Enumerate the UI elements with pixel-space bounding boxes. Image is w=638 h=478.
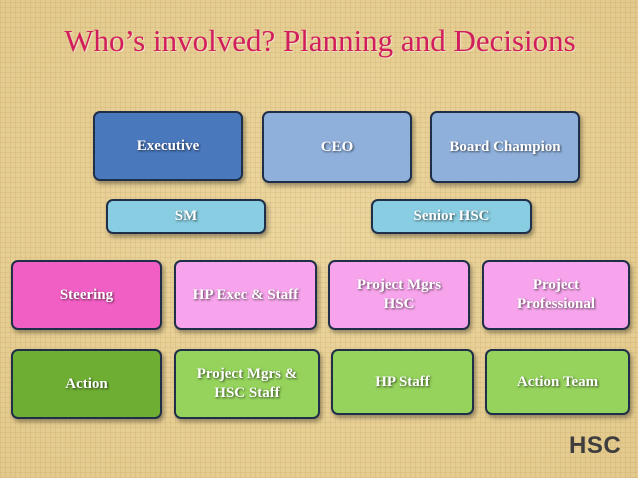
ceo-box: CEO <box>262 111 412 183</box>
project-professional-label: Project Professional <box>516 277 596 312</box>
senior-hsc-label: Senior HSC <box>413 208 490 224</box>
senior-hsc-box: Senior HSC <box>371 199 532 234</box>
sm-label: SM <box>174 208 198 224</box>
project-mgrs-hsc-staff-label: Project Mgrs & HSC Staff <box>196 366 298 401</box>
ceo-label: CEO <box>320 138 354 155</box>
action-label: Action <box>65 375 108 392</box>
hp-exec-staff-label: HP Exec & Staff <box>192 286 299 303</box>
action-team-label: Action Team <box>516 373 599 390</box>
steering-label: Steering <box>59 286 114 303</box>
action-box: Action <box>11 349 162 419</box>
action-team-box: Action Team <box>485 349 630 415</box>
hp-staff-box: HP Staff <box>331 349 474 415</box>
board-champion-label: Board Champion <box>449 138 561 155</box>
project-professional-box: Project Professional <box>482 260 630 330</box>
board-champion-box: Board Champion <box>430 111 580 183</box>
project-mgrs-hsc-label: Project Mgrs HSC <box>356 277 442 312</box>
steering-box: Steering <box>11 260 162 330</box>
sm-box: SM <box>106 199 266 234</box>
hsc-logo: HSC <box>569 432 622 459</box>
project-mgrs-hsc-box: Project Mgrs HSC <box>328 260 470 330</box>
slide-title: Who’s involved? Planning and Decisions <box>64 23 576 58</box>
executive-box: Executive <box>93 111 243 181</box>
project-mgrs-hsc-staff-box: Project Mgrs & HSC Staff <box>174 349 320 419</box>
hp-staff-label: HP Staff <box>375 373 430 390</box>
executive-label: Executive <box>136 137 200 154</box>
hp-exec-staff-box: HP Exec & Staff <box>174 260 317 330</box>
